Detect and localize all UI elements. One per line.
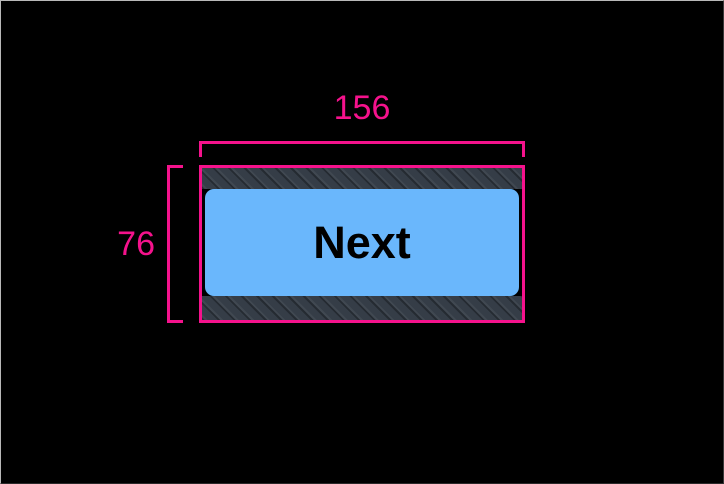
next-button-label: Next (313, 217, 411, 268)
width-dimension-annotation: 156 (199, 91, 525, 163)
padding-band-top (202, 168, 522, 189)
width-dimension-value: 156 (333, 89, 391, 127)
next-button[interactable]: Next (205, 189, 519, 296)
height-dimension-bracket (167, 165, 183, 323)
height-dimension-value: 76 (117, 225, 155, 263)
padding-band-bottom (202, 296, 522, 320)
inspected-element-group[interactable]: Next (199, 165, 525, 323)
height-dimension-annotation: 76 (117, 165, 199, 323)
width-dimension-bracket (199, 141, 525, 157)
